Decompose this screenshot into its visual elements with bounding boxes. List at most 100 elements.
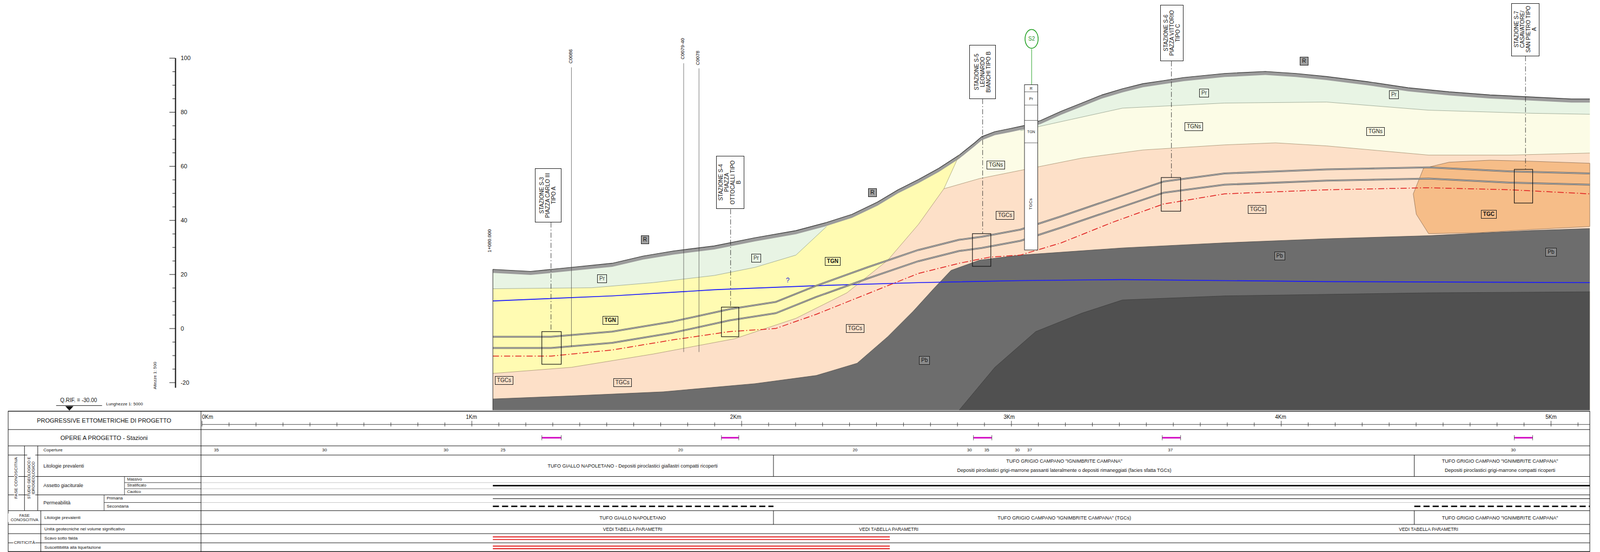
- chainage-tick: [1092, 422, 1093, 427]
- chainage-tick: [1416, 422, 1417, 427]
- chainage-tick: [1119, 422, 1120, 427]
- table-row-header: Litologie prevalenti: [42, 463, 85, 468]
- table-rule: [8, 410, 1590, 412]
- chainage-tick: [309, 422, 311, 427]
- chainage-tick: [1469, 422, 1471, 427]
- permeability-bar: [492, 498, 1590, 499]
- table-row-header: Unità geotecniche nel volume significati…: [43, 526, 126, 532]
- ruler-tick: [172, 139, 176, 140]
- station-leader: [1171, 61, 1172, 178]
- station-outline: [541, 331, 562, 365]
- table-row-header: Massivo: [126, 477, 143, 482]
- table-rule: [37, 445, 38, 511]
- tunnel-axis: [492, 187, 1590, 356]
- reference-marker: [65, 405, 74, 411]
- chainage-tick: [1523, 422, 1525, 427]
- borehole-log-unit: TGN: [1027, 129, 1036, 134]
- cover-depth: 30: [1014, 447, 1021, 453]
- station-marker: [1162, 436, 1181, 439]
- chainage-tick: [714, 422, 716, 427]
- unit-code: TGC: [1483, 210, 1495, 218]
- ruler-tick: [172, 301, 176, 302]
- water-table-query: ?: [785, 276, 790, 284]
- scale-note: Altezze 1: 500: [153, 361, 158, 389]
- r-unit: [492, 71, 1590, 275]
- borehole-log-division: [1024, 120, 1038, 121]
- chainage-tick: [1065, 422, 1066, 427]
- station-marker-end: [560, 434, 562, 440]
- unit-code: TGN: [604, 316, 617, 324]
- unit-label-box: Pr: [751, 253, 762, 263]
- unit-label-box: TGN: [824, 256, 841, 266]
- table-cell: VEDI TABELLA PARAMETRI: [858, 526, 919, 532]
- cover-depth: 25: [500, 447, 507, 453]
- ruler-tick: [172, 287, 176, 289]
- km-marker: 2Km: [730, 414, 742, 420]
- station-name: STAZIONE S-5 LEONARDO BIANCHI TIPO B: [973, 47, 992, 97]
- station-marker-end: [973, 434, 974, 440]
- ruler-tick: [172, 314, 176, 316]
- table-rule: [772, 454, 774, 477]
- chainage-tick: [1334, 422, 1336, 427]
- table-cell: TUFO GIALLO NAPOLETANO - Depositi pirocl…: [546, 463, 718, 468]
- scale-note: Lunghezze 1: 5000: [106, 401, 143, 407]
- table-rule: [8, 551, 1590, 552]
- chainage-tick: [1577, 422, 1579, 427]
- table-row-header: Suscettibilità alla liquefazione: [43, 545, 102, 550]
- borehole-circle: S2: [1024, 28, 1039, 50]
- chainage-tick: [903, 422, 904, 427]
- chainage-tick: [984, 422, 985, 427]
- station-marker-end: [991, 434, 993, 440]
- km-marker: 4Km: [1274, 414, 1287, 420]
- chainage-tick: [633, 422, 634, 427]
- table-row-header: STUDIO GEOLOGICO E IDROGEOLOGICO: [27, 446, 36, 509]
- unit-label-box: Pb: [1274, 251, 1286, 261]
- table-cell: Depositi piroclastici grigi-marrone pass…: [956, 467, 1173, 473]
- unit-code: R: [1301, 57, 1306, 65]
- table-row-header: Caotico: [126, 489, 142, 494]
- borehole-log-division: [1024, 142, 1038, 143]
- cover-depth: 30: [1510, 447, 1517, 453]
- ruler-tick: [172, 260, 176, 262]
- chainage-tick: [471, 420, 473, 427]
- station-name: STAZIONE S-4 PIAZZA OTTOCALLI TIPO B: [717, 157, 742, 207]
- unit-label-box: R: [640, 235, 650, 244]
- table-rule: [1413, 510, 1415, 525]
- station-marker-end: [1532, 434, 1533, 440]
- table-row-header: CRITICITÀ: [13, 540, 36, 545]
- cover-depth: 20: [851, 447, 858, 453]
- table-row-header: Coperture: [42, 447, 64, 453]
- criticality-bar: [492, 538, 890, 540]
- chainage-tick: [228, 422, 230, 427]
- unit-label-box: TGNs: [1366, 127, 1385, 136]
- ruler-tick: [172, 368, 176, 370]
- ruler-tick: [172, 84, 176, 86]
- scale-note: 1+080.000: [486, 229, 492, 253]
- table-row-header: Permeabilità: [42, 499, 71, 505]
- borehole-log-division: [1024, 104, 1038, 106]
- station-marker: [721, 436, 739, 439]
- ruler-tick: [172, 179, 176, 181]
- chainage-tick: [768, 422, 769, 427]
- pr-unit: [1020, 71, 1590, 131]
- table-rule: [124, 475, 125, 495]
- unit-code: TGNs: [1368, 128, 1383, 135]
- chainage-tick: [525, 422, 527, 427]
- scale-note: Q.RIF. = -30.00: [60, 397, 97, 403]
- chainage-tick: [741, 420, 743, 427]
- chainage-tick: [1442, 422, 1444, 427]
- table-cell: TUFO GRIGIO CAMPANO "IGNIMBRITE CAMPANA"…: [996, 514, 1132, 520]
- unit-label-box: TGCs: [494, 375, 514, 385]
- chainage-tick: [930, 422, 931, 427]
- ruler-tick: [172, 247, 176, 248]
- unit-label-box: TGCs: [995, 210, 1015, 220]
- unit-code: Pb: [921, 356, 928, 364]
- cover-depth: 37: [1026, 447, 1033, 453]
- ruler-tick: [169, 220, 176, 221]
- borehole-log-division: [1024, 91, 1038, 92]
- chainage-tick: [1253, 422, 1255, 427]
- unit-code: Pr: [1391, 91, 1397, 98]
- unit-label-box: Pr: [597, 274, 607, 283]
- table-cell: VEDI TABELLA PARAMETRI: [1398, 526, 1459, 532]
